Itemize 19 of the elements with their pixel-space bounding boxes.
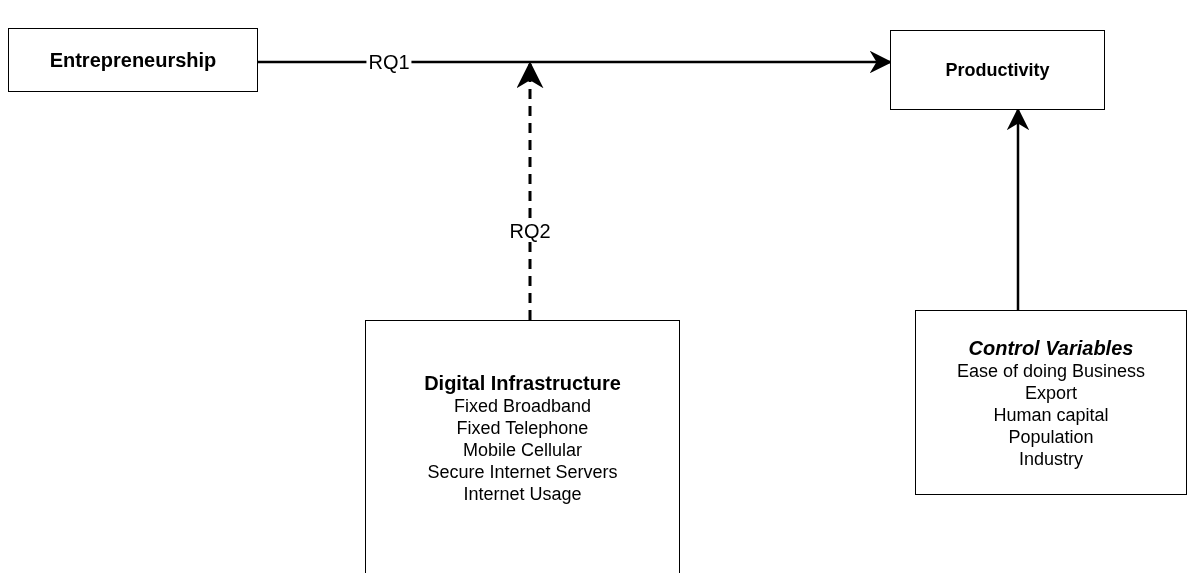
process-box [890,30,1105,110]
list-item: Industry [1019,447,1083,470]
process-box [915,310,1187,495]
box-heading: Digital Infrastructure [424,371,621,395]
list-item: Population [1008,425,1094,448]
box-heading: Control Variables [968,335,1134,360]
list-item: Fixed Broadband [453,395,592,417]
process-box [8,28,258,92]
list-item: Secure Internet Servers [427,461,618,483]
box-title: Entrepreneurship [49,49,217,71]
list-item: Export [1025,381,1077,404]
box-title: Productivity [945,59,1050,81]
dashed-arrow [516,61,544,320]
list-item: Ease of doing Business [956,359,1146,382]
list-item: Fixed Telephone [456,417,589,439]
list-item: Human capital [993,403,1109,426]
list-item: Internet Usage [463,483,582,505]
process-box [365,320,680,573]
list-item: Mobile Cellular [462,439,583,461]
